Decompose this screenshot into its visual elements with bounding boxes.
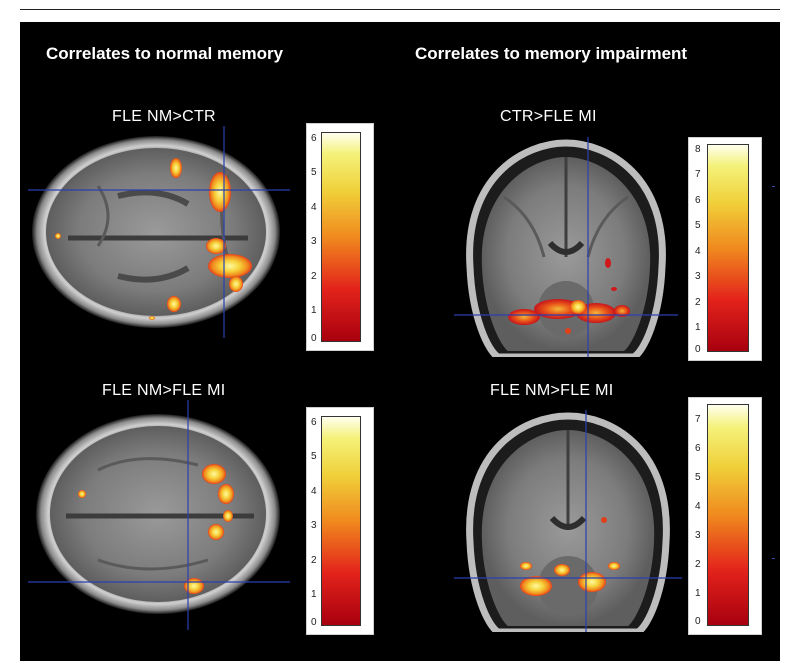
panel-c-tick: 8: [695, 144, 701, 155]
panel-a-tick: 0: [311, 333, 317, 344]
panel-d-colorbar: 7 6 5 4 3 2 1 0: [688, 397, 762, 635]
top-rule: [20, 9, 780, 10]
panel-a-tick: 1: [311, 305, 317, 316]
panel-c-title: CTR>FLE MI: [500, 108, 597, 125]
figure-panel: Correlates to normal memory Correlates t…: [20, 22, 780, 661]
panel-d-tick: 0: [695, 616, 701, 627]
heading-memory-impairment: Correlates to memory impairment: [415, 44, 688, 63]
panel-c-tick: 4: [695, 246, 701, 257]
panel-c-colorbar: 8 7 6 5 4 3 2 1 0: [688, 137, 762, 361]
panel-c-tick: 3: [695, 271, 701, 282]
panel-c-tick: 0: [695, 344, 701, 355]
panel-a-axial-brain: [28, 126, 290, 338]
panel-d-tick: 6: [695, 443, 701, 454]
panel-b-tick: 6: [311, 417, 317, 428]
panel-d-coronal-brain: [454, 410, 682, 632]
panel-b-tick: 1: [311, 589, 317, 600]
panel-b-tick: 2: [311, 555, 317, 566]
panel-a-tick: 3: [311, 236, 317, 247]
panel-c-side-mark: [772, 186, 775, 187]
panel-c-tick: 7: [695, 169, 701, 180]
panel-a-colorbar: 6 5 4 3 2 1 0: [306, 123, 374, 351]
panel-b-colorbar: 6 5 4 3 2 1 0: [306, 407, 374, 635]
panel-c-tick: 1: [695, 322, 701, 333]
panel-c-letter: C: [412, 108, 424, 125]
panel-a-tick: 2: [311, 271, 317, 282]
panel-c-tick: 5: [695, 220, 701, 231]
panel-c-coronal-brain: [454, 137, 678, 357]
heading-normal-memory: Correlates to normal memory: [46, 44, 284, 63]
panel-d-tick: 4: [695, 501, 701, 512]
panel-d-tick: 5: [695, 472, 701, 483]
panel-b-axial-brain: [28, 400, 290, 630]
panel-a-letter: A: [34, 108, 46, 125]
panel-b-tick: 3: [311, 520, 317, 531]
panel-d-tick: 2: [695, 559, 701, 570]
panel-b-letter: B: [50, 380, 62, 397]
panel-d-tick: 3: [695, 530, 701, 541]
panel-a-tick: 5: [311, 167, 317, 178]
panel-b-title: FLE NM>FLE MI: [102, 382, 226, 399]
panel-d-side-mark: [772, 558, 775, 559]
panel-d-letter: D: [412, 384, 424, 401]
panel-b-tick: 0: [311, 617, 317, 628]
panel-d-title: FLE NM>FLE MI: [490, 382, 614, 399]
panel-b-tick: 4: [311, 486, 317, 497]
panel-b-tick: 5: [311, 451, 317, 462]
panel-c-tick: 6: [695, 195, 701, 206]
panel-c-tick: 2: [695, 297, 701, 308]
panel-d-tick: 7: [695, 414, 701, 425]
panel-a-tick: 6: [311, 133, 317, 144]
panel-a-tick: 4: [311, 202, 317, 213]
panel-a-title: FLE NM>CTR: [112, 108, 216, 125]
panel-d-tick: 1: [695, 588, 701, 599]
